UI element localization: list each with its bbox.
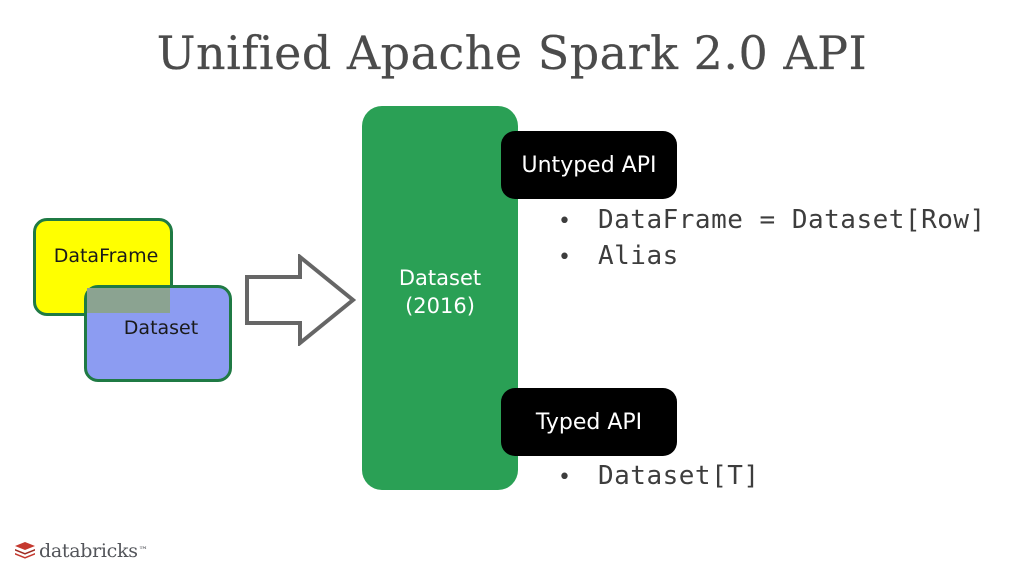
databricks-logo: databricks ™ [14, 541, 148, 561]
databricks-wordmark: databricks [39, 540, 138, 562]
typed-api-badge: Typed API [501, 388, 677, 456]
venn-overlap-region [87, 288, 170, 313]
list-item-label: Alias [598, 241, 679, 271]
typed-api-badge-label: Typed API [535, 409, 643, 435]
list-item: • Dataset[T] [550, 458, 760, 494]
page-title: Unified Apache Spark 2.0 API [156, 26, 868, 80]
typed-api-bullet-list: • Dataset[T] [550, 458, 760, 494]
untyped-api-bullet-list: • DataFrame = Dataset[Row] • Alias [550, 202, 986, 274]
unified-dataset-shape: Dataset (2016) [362, 106, 518, 490]
dataframe-label: DataFrame [53, 245, 159, 267]
untyped-api-badge: Untyped API [501, 131, 677, 199]
databricks-stack-icon [15, 542, 35, 559]
dataset-label: Dataset [123, 317, 199, 339]
right-arrow-icon [245, 254, 356, 346]
bullet-icon: • [558, 209, 571, 234]
unified-dataset-name: Dataset [398, 266, 482, 290]
bullet-icon: • [558, 245, 571, 270]
list-item: • DataFrame = Dataset[Row] [550, 202, 986, 238]
list-item: • Alias [550, 238, 986, 274]
unified-dataset-caption: Dataset (2016) [362, 264, 518, 320]
list-item-label: Dataset[T] [598, 461, 760, 491]
unified-dataset-year: (2016) [405, 294, 475, 318]
untyped-api-badge-label: Untyped API [521, 152, 657, 178]
list-item-label: DataFrame = Dataset[Row] [598, 205, 986, 235]
bullet-icon: • [558, 465, 571, 490]
trademark-symbol: ™ [138, 546, 148, 556]
